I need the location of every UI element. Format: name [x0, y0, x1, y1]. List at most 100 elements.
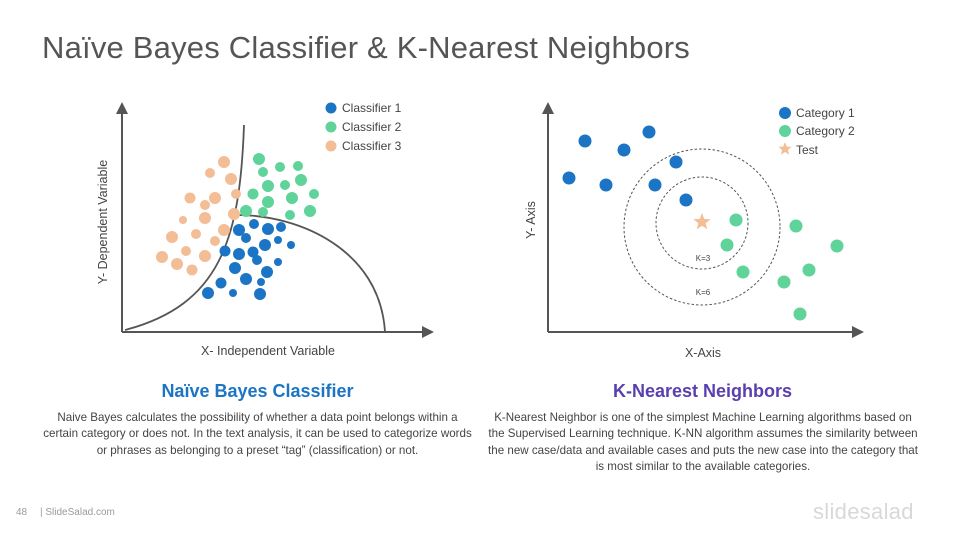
nb-heading: Naïve Bayes Classifier — [161, 381, 354, 401]
nb-point-classifier-3 — [218, 224, 230, 236]
nb-point-classifier-1 — [287, 241, 295, 249]
knn-x-label: X-Axis — [685, 346, 721, 360]
knn-point-category-1 — [617, 143, 631, 157]
knn-point-category-1 — [578, 134, 592, 148]
knn-point-category-1 — [562, 171, 576, 185]
knn-point-category-2 — [777, 275, 791, 289]
nb-legend-swatch-3 — [325, 140, 337, 152]
knn-legend-star-icon — [778, 142, 792, 155]
nb-point-classifier-1 — [229, 289, 237, 297]
naive-bayes-diagram: X- Independent Variable Y- Dependent Var… — [96, 101, 434, 358]
nb-point-classifier-2 — [293, 161, 303, 171]
nb-point-classifier-3 — [171, 258, 183, 270]
nb-point-classifier-1 — [262, 223, 274, 235]
nb-boundary-curve-1 — [124, 124, 245, 331]
knn-point-category-2 — [736, 265, 750, 279]
nb-legend-swatch-1 — [325, 102, 337, 114]
knn-outer-circle-label: K=6 — [696, 288, 711, 297]
nb-point-classifier-3 — [209, 192, 221, 204]
nb-point-classifier-1 — [240, 273, 252, 285]
nb-point-classifier-3 — [179, 216, 187, 224]
brand-logo: slidesalad — [813, 499, 914, 524]
knn-point-category-2 — [830, 239, 844, 253]
nb-point-classifier-3 — [205, 168, 215, 178]
knn-point-category-1 — [599, 178, 613, 192]
knn-heading: K-Nearest Neighbors — [612, 381, 793, 401]
nb-point-classifier-1 — [215, 277, 227, 289]
nb-point-classifier-1 — [261, 266, 273, 278]
footer-site: | SlideSalad.com — [40, 507, 115, 518]
nb-legend: Classifier 1 Classifier 2 Classifier 3 — [325, 101, 402, 153]
nb-point-classifier-1 — [252, 255, 262, 265]
nb-point-classifier-3 — [231, 189, 241, 199]
nb-data-points — [156, 153, 319, 300]
knn-legend-swatch-1 — [779, 107, 791, 119]
nb-point-classifier-1 — [229, 262, 241, 274]
nb-point-classifier-2 — [304, 205, 316, 217]
nb-point-classifier-1 — [219, 245, 231, 257]
nb-description: Naive Bayes calculates the possibility o… — [43, 411, 472, 457]
nb-point-classifier-3 — [191, 229, 201, 239]
nb-point-classifier-3 — [218, 156, 230, 168]
slide-title: Naïve Bayes Classifier & K-Nearest Neigh… — [42, 30, 690, 65]
knn-point-category-2 — [793, 307, 807, 321]
knn-inner-circle-label: K=3 — [696, 254, 711, 263]
knn-legend-label-1: Category 1 — [796, 106, 855, 120]
nb-point-classifier-3 — [181, 246, 191, 256]
nb-point-classifier-1 — [274, 236, 282, 244]
nb-point-classifier-1 — [276, 222, 286, 232]
nb-point-classifier-1 — [247, 246, 259, 258]
nb-legend-label-2: Classifier 2 — [342, 120, 402, 134]
knn-point-category-2 — [802, 263, 816, 277]
nb-point-classifier-3 — [228, 208, 240, 220]
nb-point-classifier-1 — [202, 287, 214, 299]
nb-point-classifier-3 — [210, 236, 220, 246]
nb-point-classifier-2 — [275, 162, 285, 172]
knn-description: K-Nearest Neighbor is one of the simples… — [488, 411, 918, 473]
knn-point-category-1 — [642, 125, 656, 139]
nb-point-classifier-2 — [247, 188, 259, 200]
nb-point-classifier-3 — [166, 231, 178, 243]
nb-point-classifier-1 — [249, 219, 259, 229]
nb-boundary-curve-2 — [236, 214, 386, 333]
knn-legend: Category 1 Category 2 Test — [778, 106, 855, 157]
knn-test-point-star — [693, 213, 711, 230]
knn-outer-circle — [623, 148, 781, 306]
knn-point-category-2 — [720, 238, 734, 252]
knn-legend-swatch-2 — [779, 125, 791, 137]
nb-point-classifier-1 — [233, 224, 245, 236]
nb-point-classifier-2 — [262, 196, 274, 208]
knn-point-category-1 — [669, 155, 683, 169]
nb-point-classifier-1 — [233, 248, 245, 260]
nb-point-classifier-2 — [309, 189, 319, 199]
nb-point-classifier-2 — [258, 207, 268, 217]
nb-point-classifier-2 — [285, 210, 295, 220]
nb-legend-label-1: Classifier 1 — [342, 101, 402, 115]
nb-point-classifier-1 — [259, 239, 271, 251]
nb-point-classifier-1 — [241, 233, 251, 243]
nb-point-classifier-2 — [240, 205, 252, 217]
nb-point-classifier-2 — [253, 153, 265, 165]
nb-point-classifier-2 — [258, 167, 268, 177]
knn-legend-label-3: Test — [796, 143, 819, 157]
nb-legend-swatch-2 — [325, 121, 337, 133]
knn-inner-circle — [655, 176, 749, 270]
knn-diagram: K=3 K=6 X-Axis Y- Axis Category 1 Catego… — [524, 102, 864, 360]
nb-point-classifier-2 — [280, 180, 290, 190]
knn-point-category-2 — [789, 219, 803, 233]
nb-point-classifier-1 — [254, 288, 266, 300]
knn-point-category-1 — [648, 178, 662, 192]
nb-point-classifier-3 — [199, 250, 211, 262]
nb-point-classifier-3 — [186, 264, 198, 276]
nb-point-classifier-3 — [225, 173, 237, 185]
nb-x-label: X- Independent Variable — [201, 344, 335, 358]
nb-legend-label-3: Classifier 3 — [342, 139, 402, 153]
knn-point-category-1 — [679, 193, 693, 207]
knn-point-category-2 — [729, 213, 743, 227]
nb-point-classifier-2 — [295, 174, 307, 186]
nb-point-classifier-2 — [286, 192, 298, 204]
page-number: 48 — [16, 507, 28, 518]
nb-point-classifier-3 — [199, 212, 211, 224]
nb-point-classifier-1 — [274, 258, 282, 266]
nb-point-classifier-3 — [200, 200, 210, 210]
